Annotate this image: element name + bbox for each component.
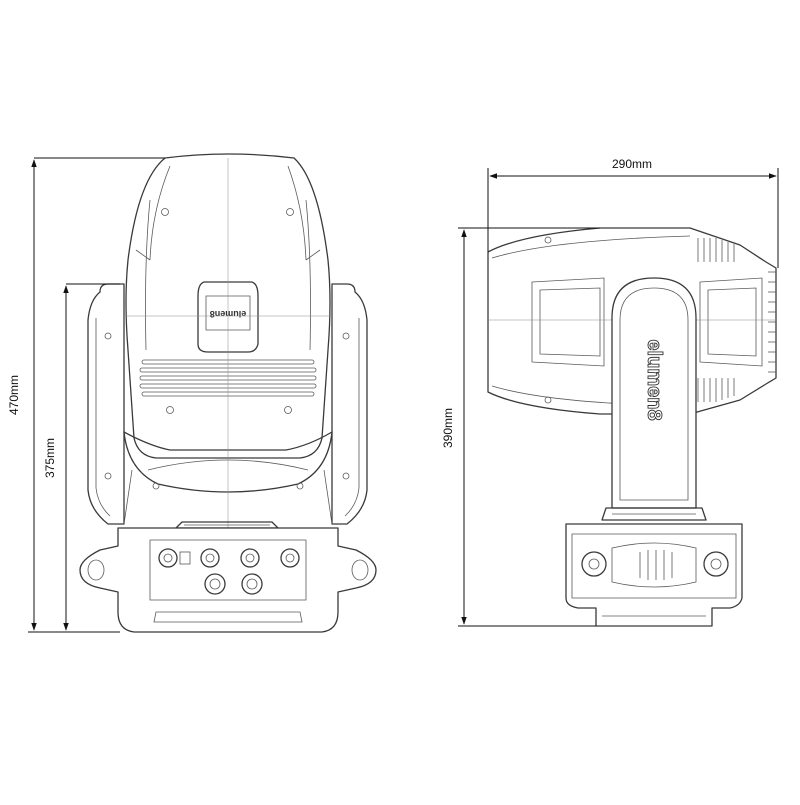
front-view: elumen8: [79, 153, 377, 633]
dim-side-height: 390mm: [441, 408, 455, 448]
front-base: [79, 527, 377, 633]
dim-side-width: 290mm: [612, 157, 652, 171]
front-yoke-left: [87, 283, 125, 525]
dim-front-total-height: 470mm: [7, 375, 21, 415]
side-neck: [601, 507, 707, 521]
side-view: elumen8: [487, 227, 777, 627]
side-dimensions: 290mm 390mm: [441, 157, 779, 627]
front-dimensions: 470mm 375mm: [7, 157, 165, 633]
side-yoke-arm: elumen8: [611, 277, 697, 509]
side-base: [565, 523, 743, 627]
front-yoke-right: [331, 283, 368, 525]
front-connectors: [158, 548, 300, 595]
side-logo-text: elumen8: [643, 339, 665, 420]
dim-front-base-height: 375mm: [43, 438, 57, 478]
side-fins: [697, 238, 776, 402]
front-base-neck: [175, 521, 279, 529]
